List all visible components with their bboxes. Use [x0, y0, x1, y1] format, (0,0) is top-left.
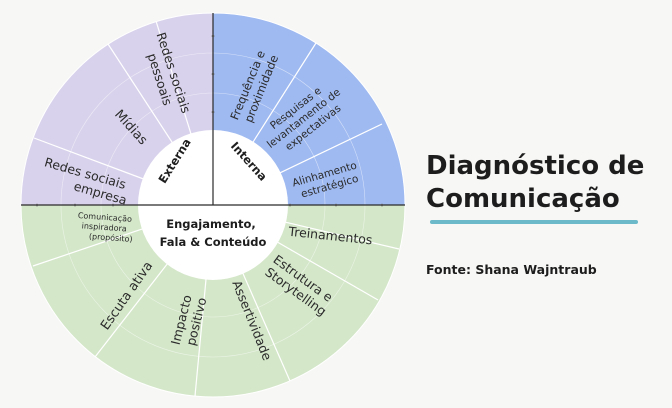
hub-label-engajamento: Engajamento, Fala & Conteúdo: [160, 217, 267, 249]
title-block: Diagnóstico de Comunicação: [426, 150, 666, 216]
axis-ticks: [35, 34, 384, 207]
title-underline: [430, 220, 638, 224]
diagnostic-wheel: Externa Interna Engajamento, Fala & Cont…: [20, 12, 406, 398]
segment-comunicacao-inspiradora: Comunicação inspiradora (propósito): [76, 211, 135, 244]
page-title-line-1: Diagnóstico de: [426, 151, 645, 181]
source-credit: Fonte: Shana Wajntraub: [426, 262, 597, 277]
engajamento-sector: [20, 204, 406, 398]
page-title-line-2: Comunicação: [426, 184, 620, 214]
